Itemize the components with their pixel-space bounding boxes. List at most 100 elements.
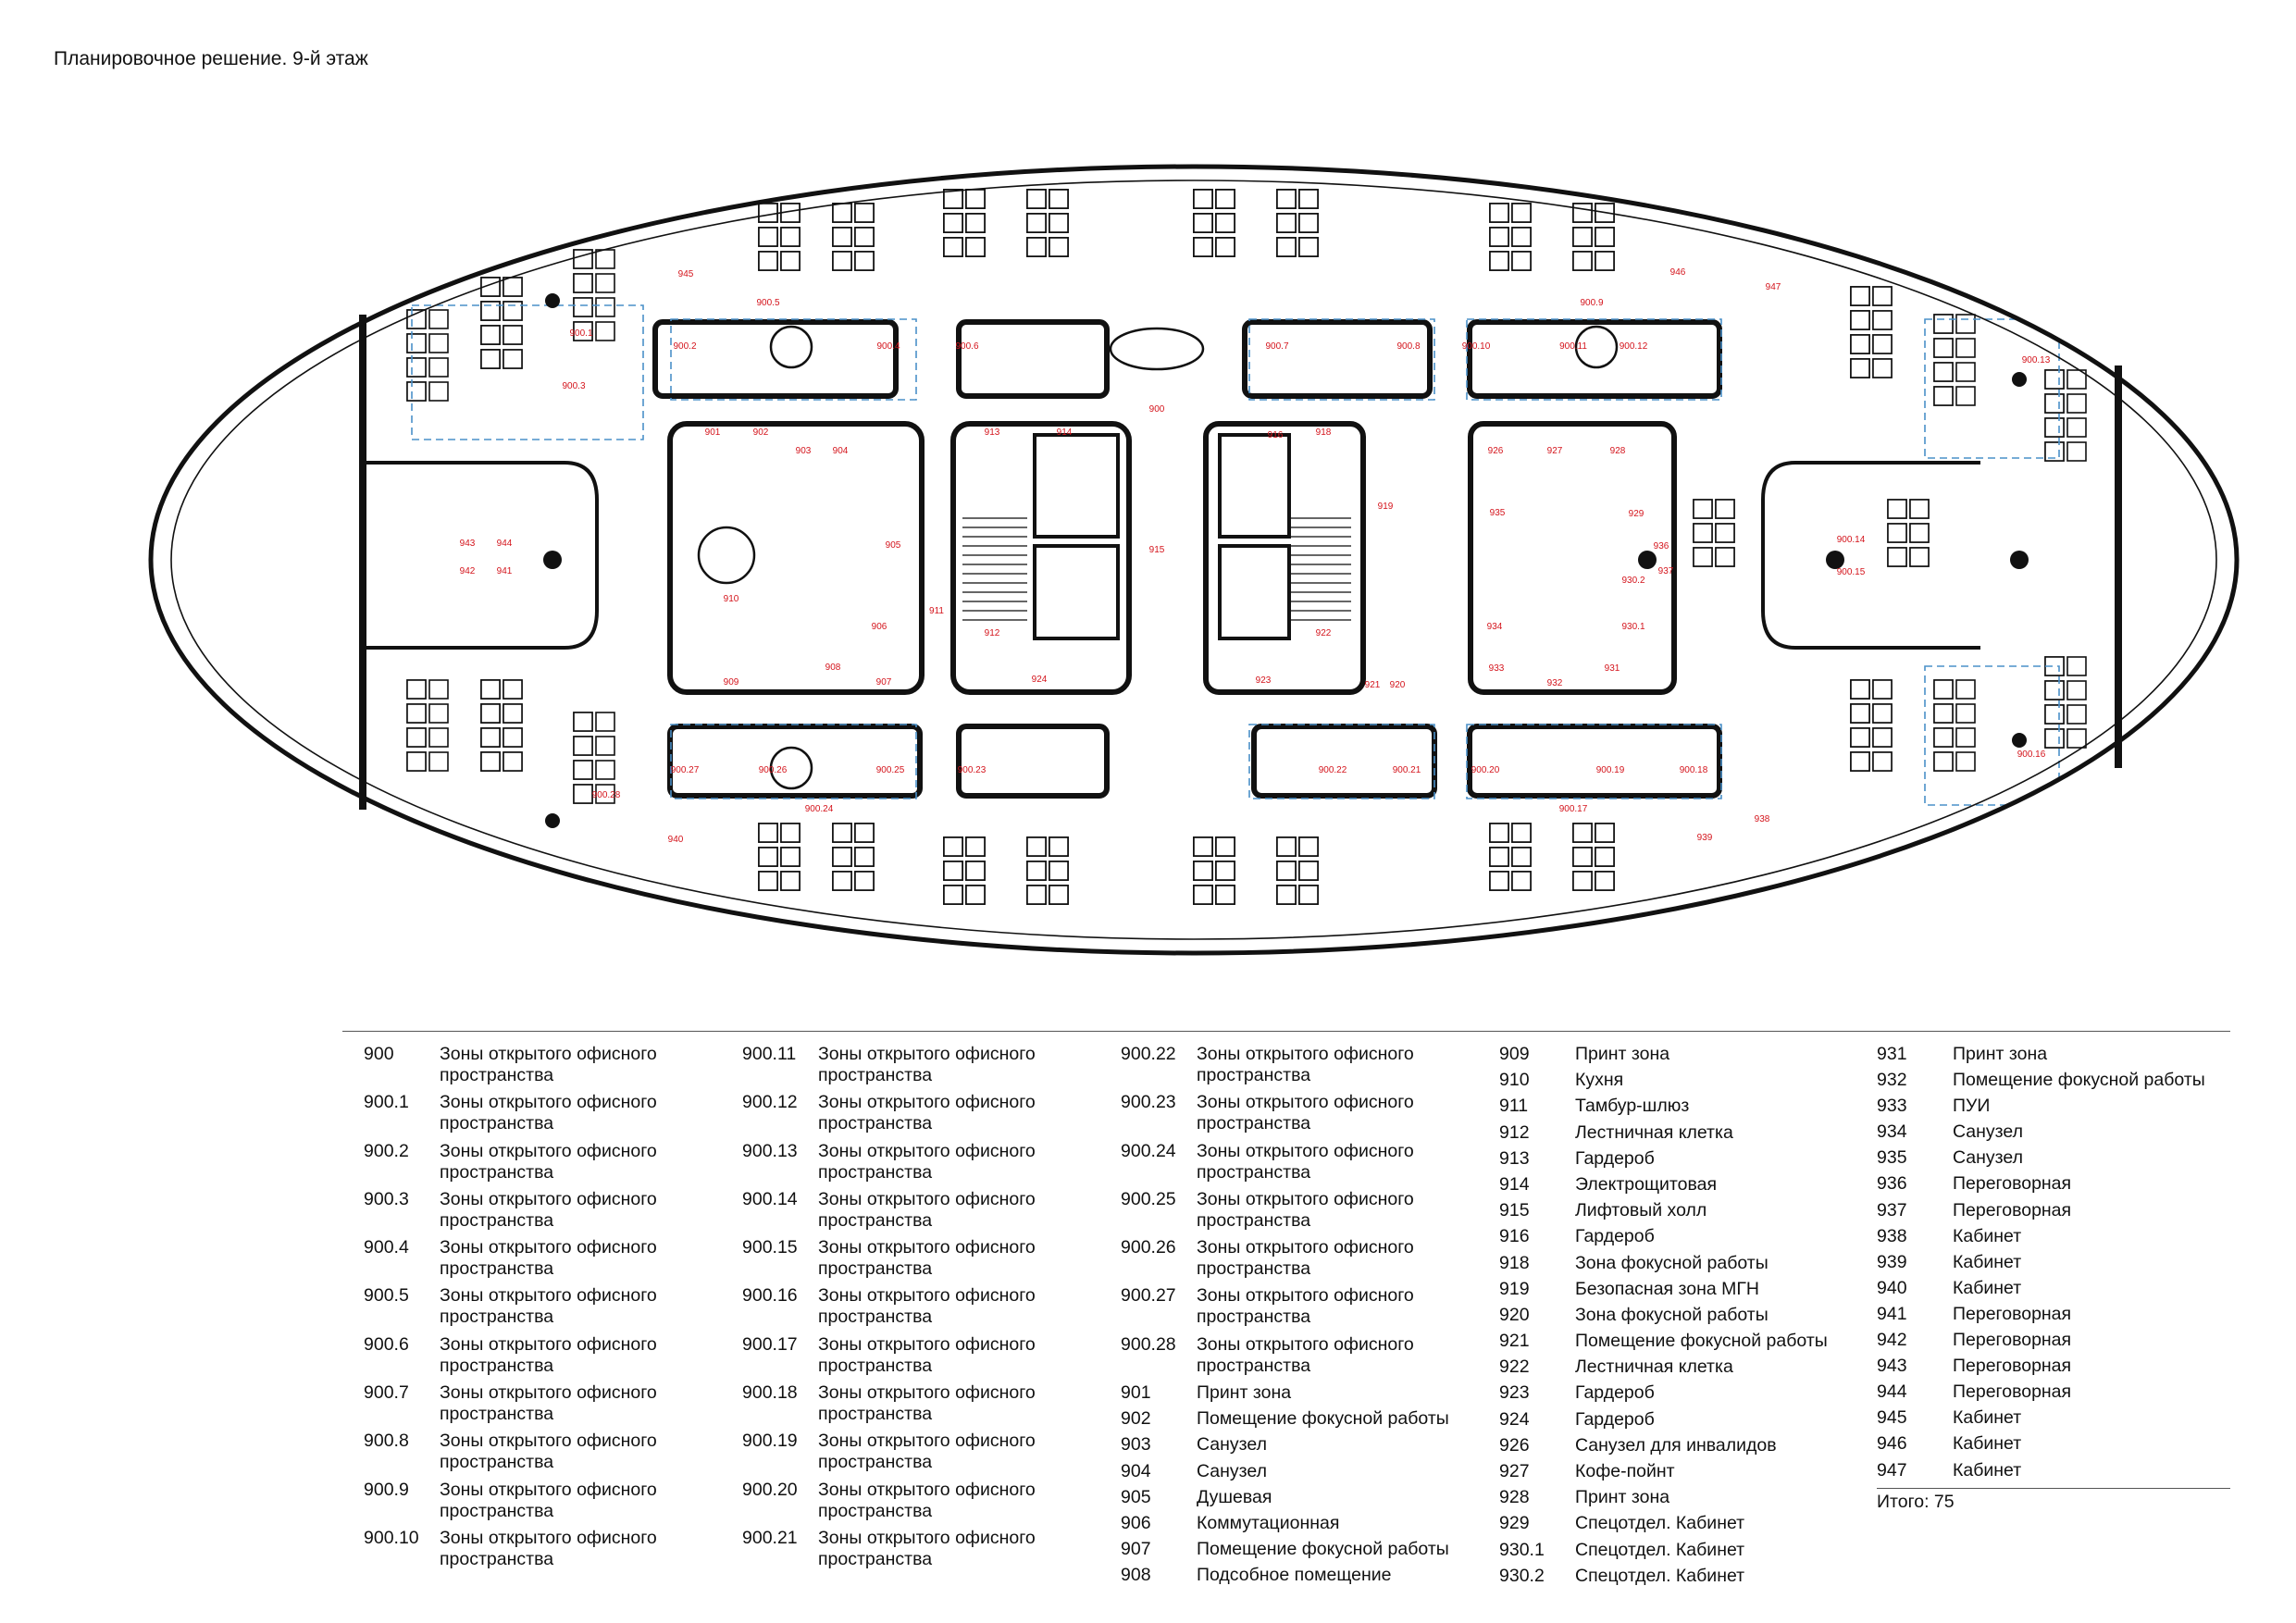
room-name: Принт зона — [1575, 1044, 1670, 1064]
room-label: 926 — [1488, 446, 1504, 456]
desk-mark — [965, 189, 986, 209]
desk-mark — [1872, 703, 1893, 724]
desk-mark — [1276, 189, 1297, 209]
desk-mark — [1933, 727, 1954, 748]
room-label: 945 — [678, 269, 694, 279]
total-divider — [1877, 1488, 2230, 1489]
desk-mark — [1933, 386, 1954, 406]
room-name: Зоны открытого офисного пространства — [1197, 1044, 1414, 1085]
desk-mark — [2066, 393, 2087, 414]
desk-mark — [1026, 213, 1047, 233]
desk-mark — [1955, 727, 1976, 748]
desk-mark — [780, 823, 800, 843]
desk-mark — [1572, 871, 1593, 891]
desk-mark — [965, 836, 986, 857]
desk-mark — [965, 213, 986, 233]
room-label: 944 — [497, 539, 513, 549]
desk-mark — [1909, 499, 1930, 519]
room-label: 900.5 — [756, 298, 779, 308]
room-label: 900.27 — [671, 765, 700, 775]
room-name: Зоны открытого офисного пространства — [440, 1237, 657, 1280]
room-number: 900.5 — [364, 1285, 409, 1307]
room-label: 908 — [825, 663, 841, 673]
desk-mark — [1887, 523, 1907, 543]
legend-row: 900.5 Зоны открытого офисного пространств… — [364, 1285, 703, 1333]
room-label: 903 — [796, 446, 812, 456]
room-number: 904 — [1121, 1460, 1151, 1481]
room-number: 940 — [1877, 1277, 1907, 1298]
desk-mark — [1193, 836, 1213, 857]
desk-mark — [428, 309, 449, 329]
desk-mark — [1572, 203, 1593, 223]
desk-mark — [1595, 251, 1615, 271]
desk-mark — [943, 213, 963, 233]
room-number: 919 — [1499, 1278, 1530, 1299]
room-number: 915 — [1499, 1200, 1530, 1221]
room-name: Кабинет — [1953, 1277, 2022, 1298]
desk-mark — [1693, 499, 1713, 519]
room-name: Зоны открытого офисного пространства — [818, 1431, 1036, 1473]
building-outline — [148, 164, 2240, 956]
desk-mark — [573, 784, 593, 804]
room-name: Зоны открытого офисного пространства — [1197, 1333, 1414, 1376]
desk-mark — [1193, 213, 1213, 233]
room-name: Спецотдел. Кабинет — [1575, 1539, 1745, 1560]
room-label: 907 — [876, 677, 892, 688]
desk-mark — [595, 249, 615, 269]
desk-mark — [2044, 680, 2065, 700]
desk-mark — [573, 273, 593, 293]
room-label: 939 — [1697, 833, 1713, 843]
room-number: 916 — [1499, 1226, 1530, 1247]
room-name: Зоны открытого офисного пространства — [818, 1333, 1036, 1376]
room-label: 914 — [1057, 427, 1073, 438]
room-number: 927 — [1499, 1461, 1530, 1481]
desk-mark — [1298, 885, 1319, 905]
desk-mark — [595, 784, 615, 804]
room-name: Зоны открытого офисного пространства — [440, 1285, 657, 1328]
desk-mark — [1489, 251, 1509, 271]
room-label: 900.20 — [1471, 765, 1500, 775]
desk-mark — [1489, 203, 1509, 223]
desk-mark — [2066, 417, 2087, 438]
room-number: 918 — [1499, 1252, 1530, 1273]
room-label: 900.26 — [759, 765, 788, 775]
desk-mark — [1715, 547, 1735, 567]
desk-mark — [1026, 885, 1047, 905]
room-number: 914 — [1499, 1173, 1530, 1195]
desk-mark — [1887, 499, 1907, 519]
room-label: 930.1 — [1621, 622, 1644, 632]
desk-mark — [2066, 441, 2087, 462]
room-name: Тамбур-шлюз — [1575, 1096, 1690, 1117]
room-number: 929 — [1499, 1513, 1530, 1534]
desk-mark — [1276, 885, 1297, 905]
desk-mark — [1955, 314, 1976, 334]
room-number: 907 — [1121, 1539, 1151, 1560]
room-name: Зоны открытого офисного пространства — [440, 1431, 657, 1473]
desk-mark — [406, 333, 427, 353]
desk-blocks — [406, 189, 2087, 905]
core-walls — [652, 319, 1722, 799]
room-label: 900.11 — [1559, 341, 1587, 352]
desk-mark — [503, 679, 523, 700]
desk-mark — [2066, 369, 2087, 390]
desk-mark — [1693, 547, 1713, 567]
room-number: 900.18 — [742, 1382, 798, 1404]
